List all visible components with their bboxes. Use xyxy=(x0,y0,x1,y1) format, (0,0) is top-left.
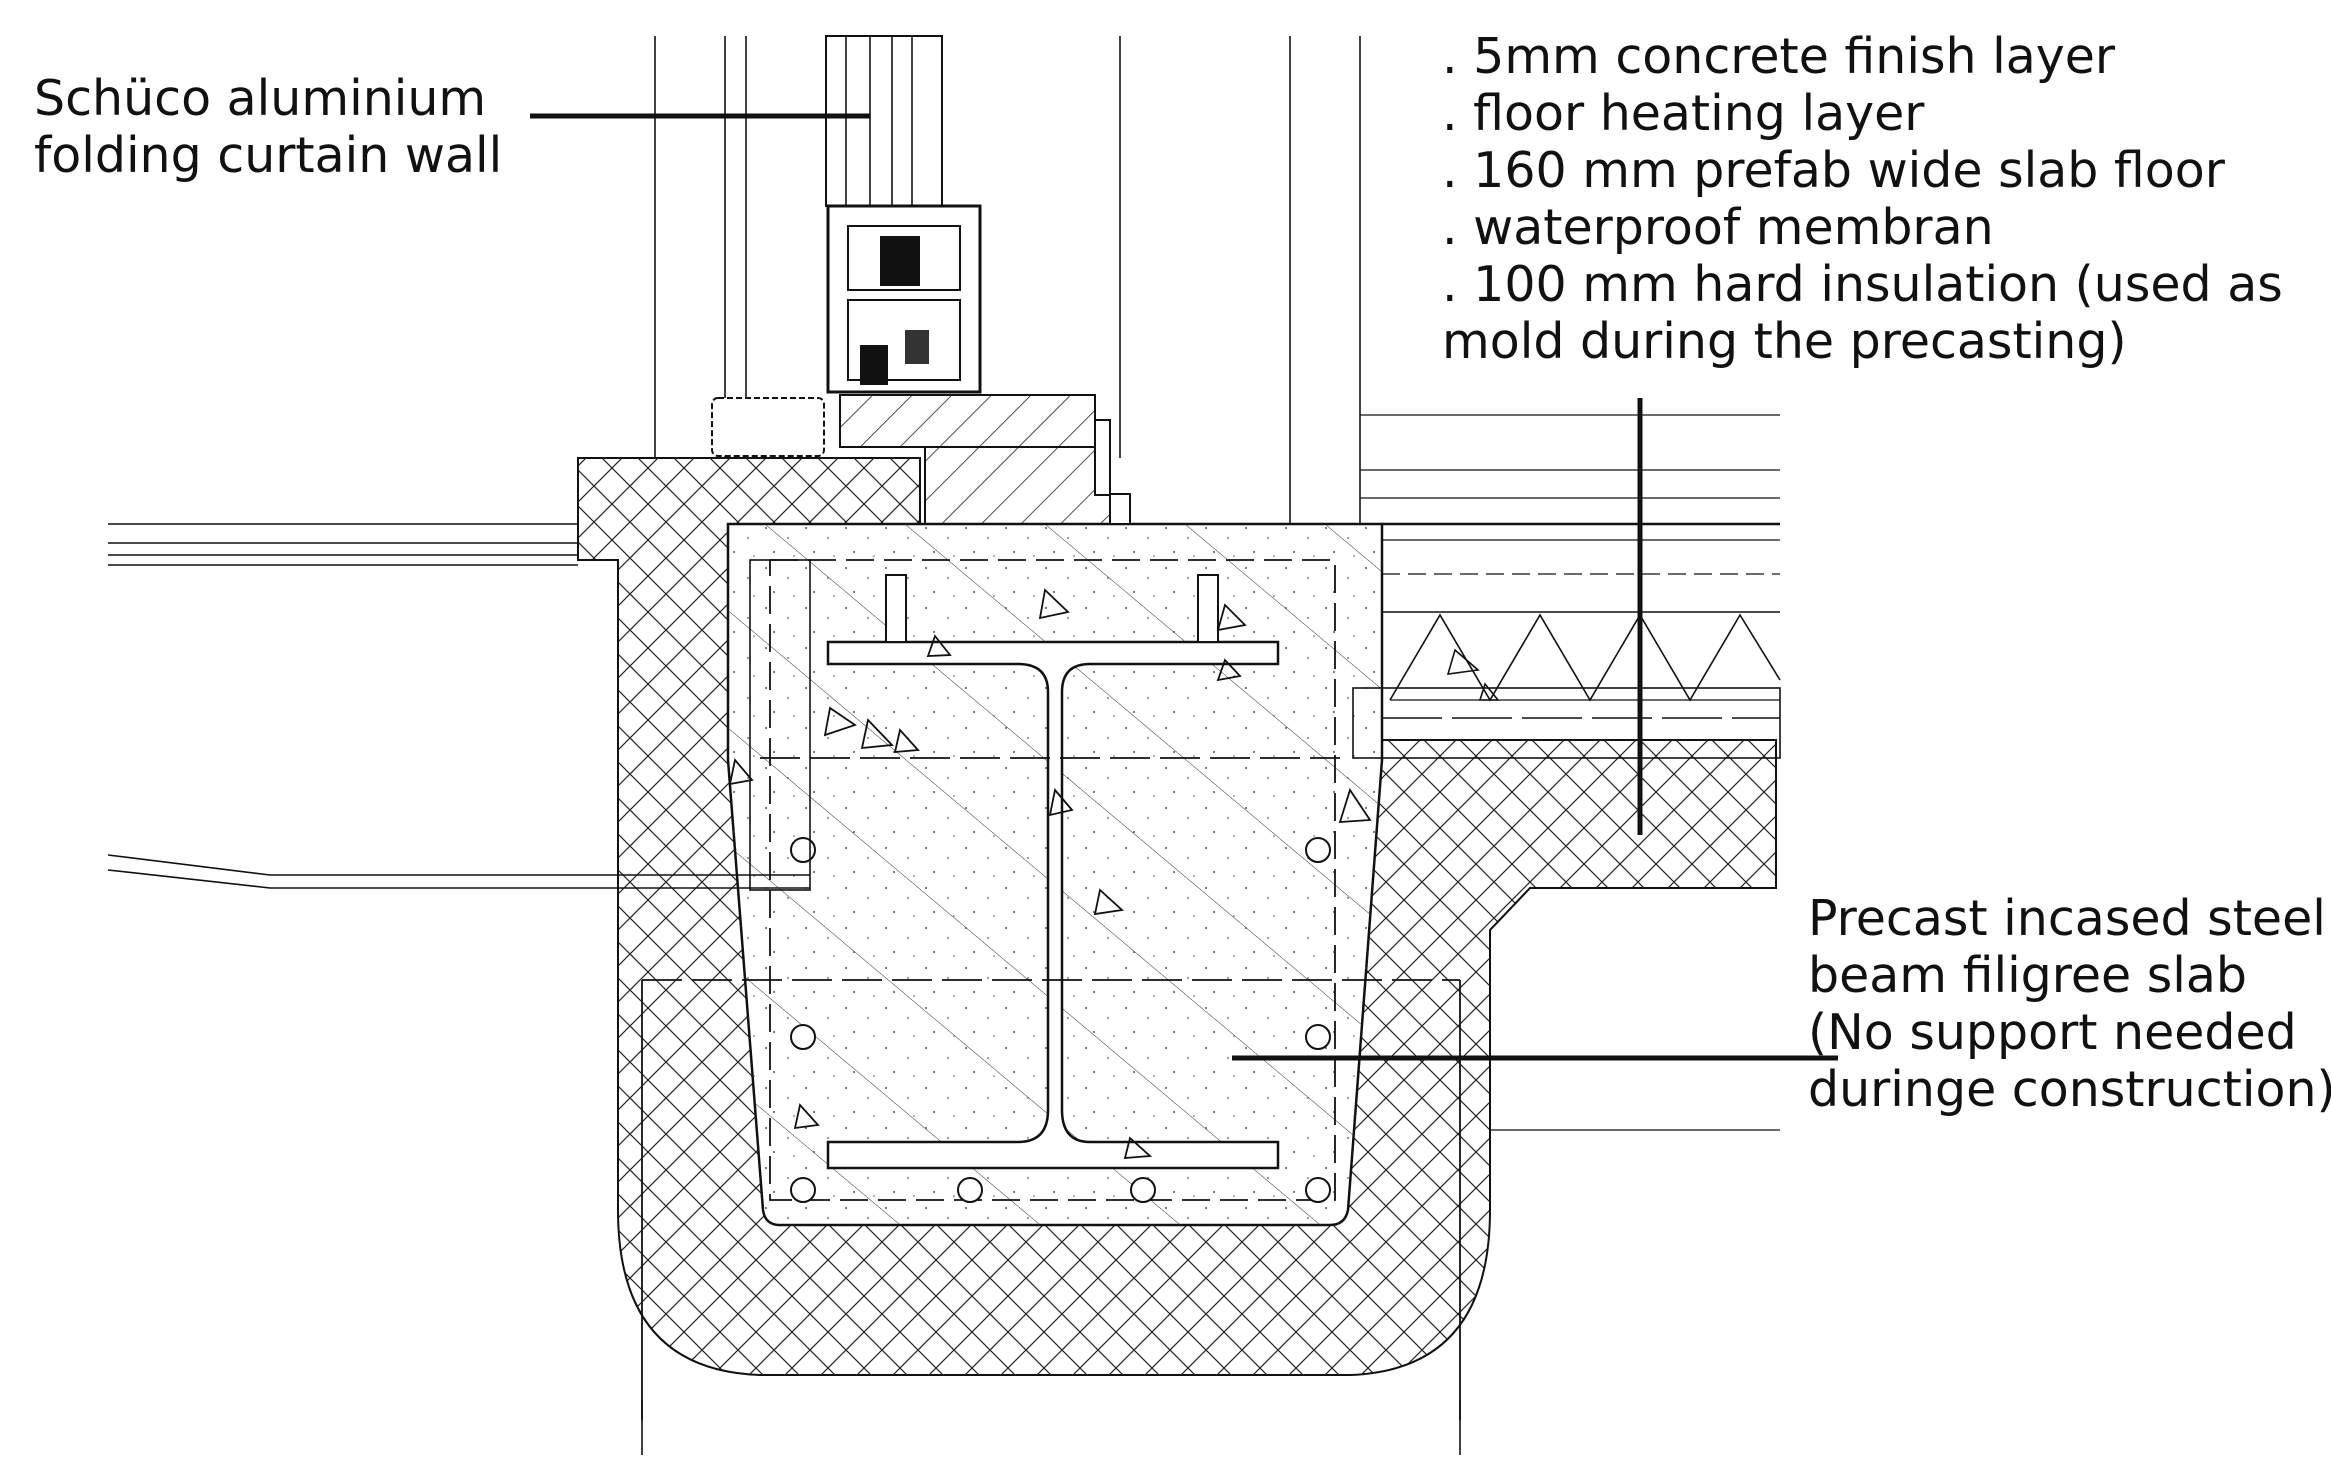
floor-layer-line: . waterproof membran xyxy=(1442,199,1994,256)
filigree-slab-label-line: beam filigree slab xyxy=(1808,947,2247,1004)
leader-lines xyxy=(530,113,1838,1061)
rebar-bars xyxy=(790,837,1331,1203)
filigree-slab-label: Precast incased steel beam filigree slab… xyxy=(1808,890,2331,1118)
drainage-channel xyxy=(711,397,825,457)
filigree-slab-label-line: Precast incased steel xyxy=(1808,890,2326,947)
curtain-wall-label-line: folding curtain wall xyxy=(34,127,503,184)
floor-layer-line: mold during the precasting) xyxy=(1442,313,2127,370)
exterior-deck xyxy=(107,523,811,891)
mould-guide xyxy=(641,980,1461,1420)
floor-layer-line: . 100 mm hard insulation (used as xyxy=(1442,256,2283,313)
shear-studs xyxy=(885,574,1219,643)
floor-layers-label: . 5mm concrete finish layer . floor heat… xyxy=(1442,28,2283,370)
curtain-wall-label: Schüco aluminium folding curtain wall xyxy=(34,70,502,184)
floor-layer-line: . 5mm concrete finish layer xyxy=(1442,28,2116,85)
curtain-wall-label-line: Schüco aluminium xyxy=(34,70,487,127)
rebar-cage xyxy=(769,559,1336,1201)
floor-layer-line: . floor heating layer xyxy=(1442,85,1925,142)
reference-lines xyxy=(641,36,1461,1455)
filigree-slab-label-line: duringe construction) xyxy=(1808,1061,2331,1118)
floor-layer-line: . 160 mm prefab wide slab floor xyxy=(1442,142,2225,199)
concrete-aggregate xyxy=(728,588,1372,1159)
filigree-slab-label-line: (No support needed xyxy=(1808,1004,2297,1061)
steel-i-beam xyxy=(826,640,1280,1170)
curtain-wall-profile xyxy=(825,35,982,394)
timber-sill xyxy=(839,394,1131,525)
floor-slab xyxy=(1352,414,1781,1131)
